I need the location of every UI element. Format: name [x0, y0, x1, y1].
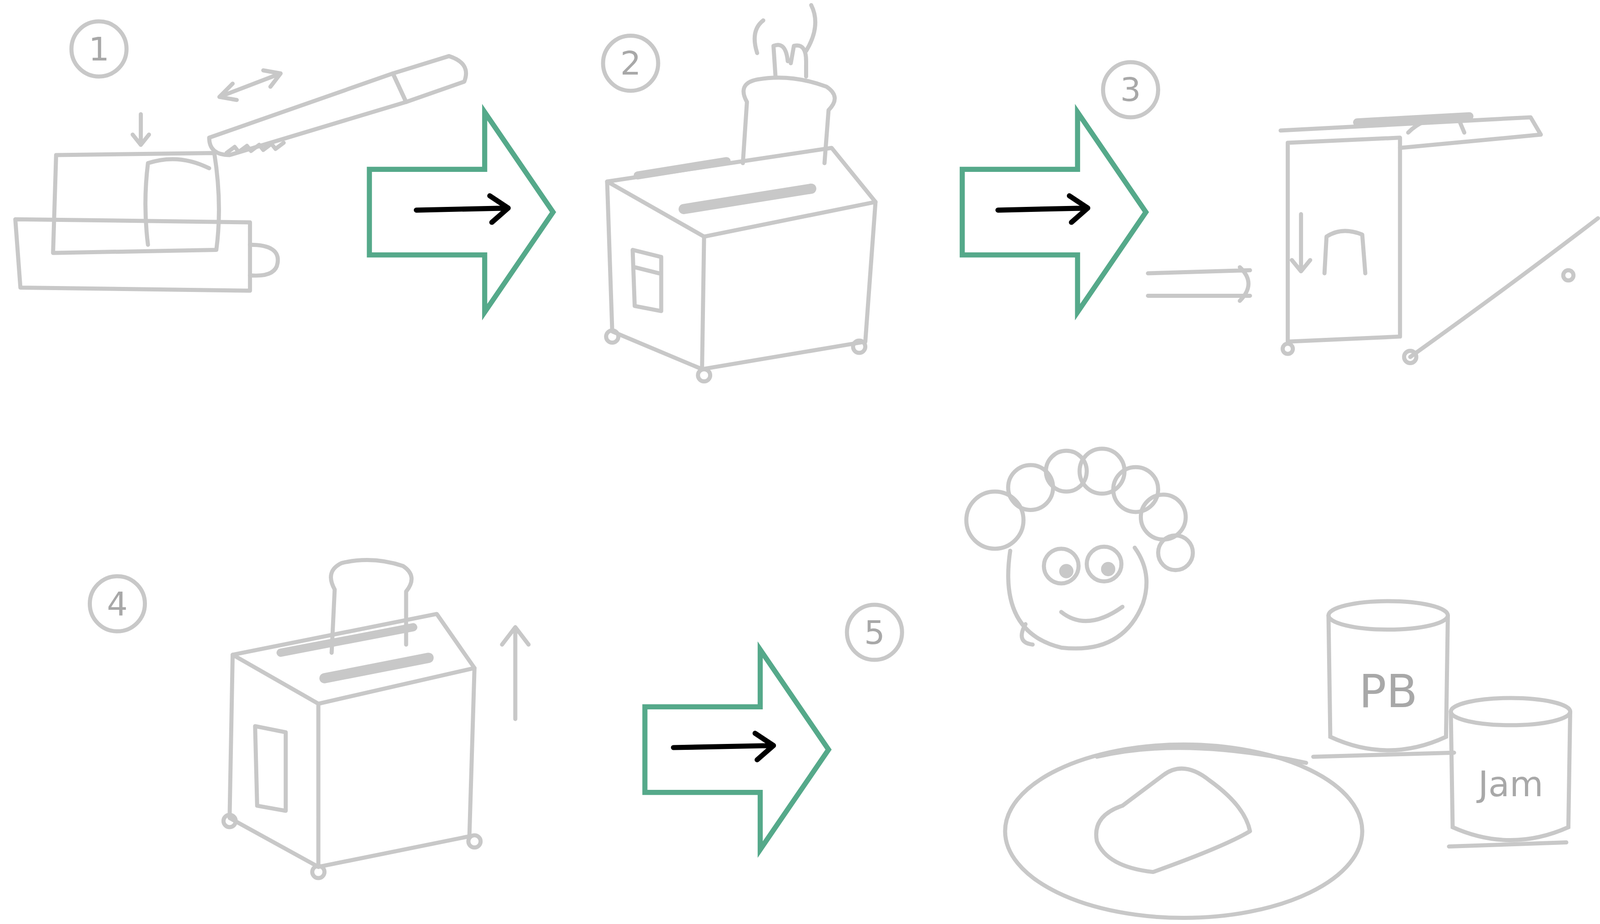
toaster-body	[1287, 137, 1400, 343]
toaster-lever	[255, 726, 286, 811]
jar-lines	[1328, 601, 1448, 751]
step-circle	[603, 35, 659, 91]
callout-number: 3	[1120, 73, 1142, 106]
power-cord	[1410, 218, 1599, 358]
toaster-foot	[853, 340, 866, 353]
cord-mark	[1563, 270, 1574, 281]
callout-number: 1	[88, 32, 110, 66]
toaster-side	[318, 668, 475, 867]
toaster-foot	[1282, 343, 1293, 354]
block-arrow	[644, 649, 829, 851]
bread-loaf	[53, 152, 220, 253]
step-circle	[71, 21, 127, 77]
cutting-board	[15, 219, 251, 291]
bread-slice	[1408, 118, 1465, 133]
jar-body	[1328, 615, 1448, 751]
jar-body	[1450, 711, 1570, 841]
callout-number: 5	[864, 616, 886, 650]
toaster-side	[702, 201, 876, 370]
jar-shadow	[1449, 842, 1567, 847]
step-circle	[846, 604, 902, 660]
jar: PB	[1324, 597, 1452, 756]
toaster-foot	[223, 815, 236, 828]
toaster-lever	[632, 249, 662, 312]
knife-handle	[392, 55, 467, 102]
toaster-foot	[468, 835, 481, 848]
toast-popping	[331, 560, 412, 654]
ear	[1021, 624, 1033, 645]
block-arrow	[369, 112, 554, 313]
toast	[1096, 768, 1250, 872]
step-arrows	[369, 112, 1146, 851]
toaster-foot	[698, 369, 711, 382]
knife-blade	[209, 73, 407, 155]
eye	[1086, 546, 1122, 582]
bread-slice-line	[145, 159, 210, 245]
toaster-slot	[324, 658, 429, 679]
inner-arrow	[997, 196, 1088, 223]
step-circle	[89, 576, 145, 632]
lever-arrow	[1291, 214, 1310, 272]
toaster-slot	[683, 188, 811, 210]
hair-curl	[1140, 494, 1186, 540]
jar-lid	[1450, 698, 1570, 726]
toaster-front	[229, 654, 319, 868]
hair-curl	[1079, 448, 1125, 494]
hair-curl	[1158, 535, 1193, 570]
board-handle	[250, 244, 278, 276]
inner-arrow	[416, 196, 509, 223]
pupil	[1061, 566, 1072, 577]
saw-arrow	[219, 70, 281, 101]
face	[1008, 547, 1147, 649]
jar-label: Jam	[1478, 767, 1544, 802]
jar: Jam	[1446, 694, 1575, 846]
plate	[1005, 744, 1363, 918]
jar-lines	[1450, 698, 1570, 841]
callout-number: 4	[106, 587, 128, 621]
plate-rim	[1096, 748, 1307, 764]
hair-curl	[966, 491, 1024, 549]
pop-arrow	[502, 627, 529, 720]
step-circle	[1102, 62, 1158, 118]
toaster-slot	[280, 627, 414, 653]
inner-arrow	[673, 733, 774, 760]
bread-slice	[1324, 231, 1366, 274]
toaster-foot	[606, 330, 619, 343]
toaster-slot	[637, 161, 727, 176]
jar-lid	[1328, 601, 1448, 630]
hand	[754, 5, 816, 77]
cut-arrow	[132, 114, 150, 145]
toaster-top	[232, 613, 475, 704]
callout-number: 2	[620, 46, 642, 80]
jar-label: PB	[1358, 669, 1418, 715]
pupil	[1102, 563, 1113, 574]
bread-slice	[742, 77, 835, 164]
smile	[1061, 606, 1123, 621]
toaster-foot	[312, 865, 325, 879]
plug	[1147, 267, 1250, 302]
eye	[1043, 548, 1079, 584]
knife-teeth	[226, 142, 284, 153]
block-arrow	[962, 112, 1147, 313]
sketch-lines	[15, 5, 1599, 918]
jar-shadow	[1313, 752, 1455, 757]
hair-curl	[1113, 467, 1159, 513]
